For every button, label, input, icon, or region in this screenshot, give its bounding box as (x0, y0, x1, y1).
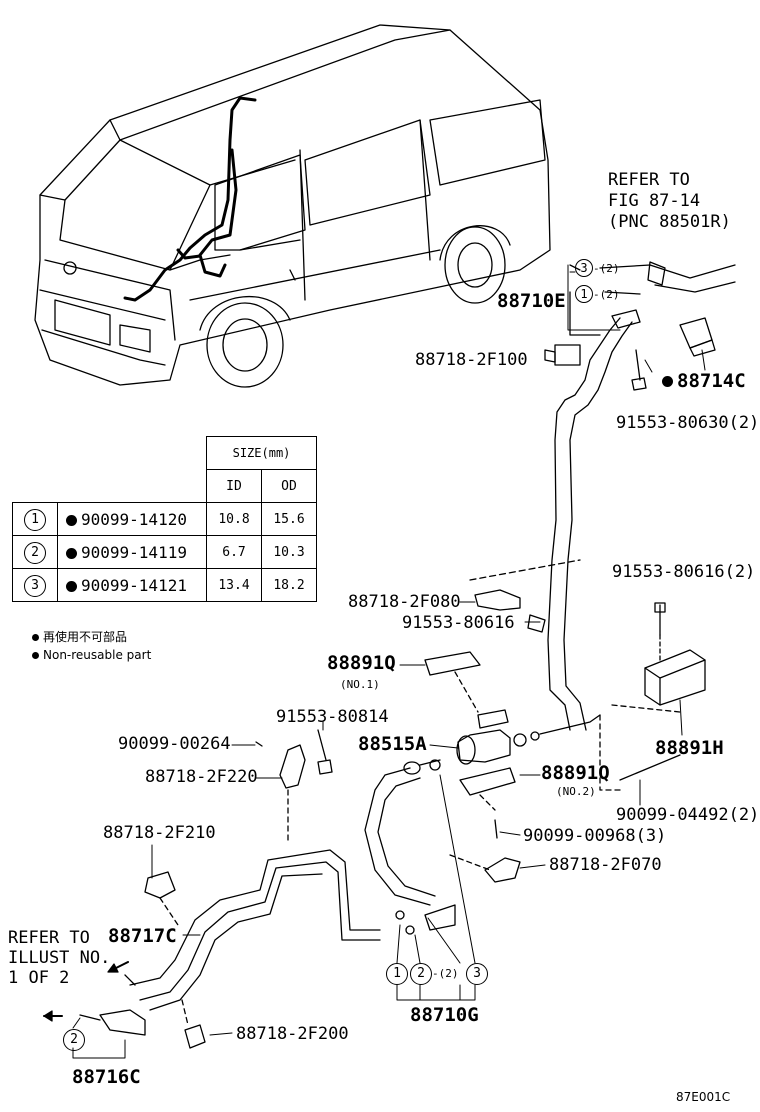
callout-circle: 2 (63, 1029, 85, 1051)
van-illustration (34, 24, 551, 388)
refer-line-3: (PNC 88501R) (608, 212, 731, 232)
legend-notes: 再使用不可部品 Non-reusable part (32, 628, 151, 664)
callout-circle: 1 (575, 285, 593, 303)
refer-to-fig-note: REFER TO FIG 87-14 (PNC 88501R) (608, 170, 731, 233)
legend-note-en: Non-reusable part (32, 646, 151, 664)
refer-line-2: FIG 87-14 (608, 191, 701, 211)
table-blank (13, 470, 207, 503)
legend-note-jp: 再使用不可部品 (32, 628, 151, 646)
pipe-88710G (79, 759, 456, 1036)
refer-line-1: REFER TO (608, 170, 690, 190)
callout-qty: -(2) (593, 262, 620, 275)
note-text: Non-reusable part (43, 648, 152, 662)
label-88718-2F220: 88718-2F220 (145, 767, 258, 787)
callout-circle: 3 (575, 259, 593, 277)
row-part: 90099-14121 (81, 575, 187, 595)
non-reusable-dot (32, 634, 39, 641)
refer-line-1: REFER TO (8, 928, 90, 948)
label-88891Q-no1: 88891Q (327, 652, 396, 674)
bracket-88891H (644, 602, 706, 706)
callout-top-3: 3-(2) (575, 257, 620, 277)
label-91553-80814: 91553-80814 (276, 707, 389, 727)
arrow-left-mid (107, 961, 129, 973)
table-row: 1 90099-14120 10.8 15.6 (12, 502, 317, 536)
non-reusable-dot (662, 376, 673, 387)
id-header: ID (206, 469, 262, 503)
callout-circle: 2 (410, 963, 432, 985)
clamp-88718-2F070 (449, 854, 521, 883)
label-88710E: 88710E (497, 290, 566, 312)
figure-code: 87E001C (676, 1090, 731, 1104)
od-header: OD (261, 469, 317, 503)
clamp-88718-2F200 (181, 999, 206, 1049)
callout-circle: 3 (466, 963, 488, 985)
row-part: 90099-14119 (81, 542, 187, 562)
table-row: 3 90099-14121 13.4 18.2 (12, 568, 317, 602)
label-88718-2F210: 88718-2F210 (103, 823, 216, 843)
refer-to-illust-note: REFER TO ILLUST NO. 1 OF 2 (8, 928, 110, 988)
label-88515A: 88515A (358, 733, 427, 755)
row-mark: 1 (24, 508, 46, 531)
label-91553-80630: 91553-80630(2) (616, 413, 760, 433)
size-header: SIZE(mm) (206, 436, 317, 470)
leader-lines (72, 264, 706, 1059)
row-od: 18.2 (261, 568, 317, 602)
label-88891H: 88891H (655, 737, 724, 759)
label-90099-00968: 90099-00968(3) (523, 826, 667, 846)
callout-left-2: 2 (63, 1028, 85, 1051)
clamp-88718-2F080 (469, 559, 581, 633)
label-88716C: 88716C (72, 1066, 141, 1088)
label-88891Q-no1-sub: (NO.1) (340, 678, 380, 691)
hose-size-table: SIZE(mm) ID OD 1 90099-14120 10.8 15.6 2… (12, 436, 317, 602)
non-reusable-dot (66, 547, 77, 559)
clamp-88718-2F210 (144, 871, 179, 926)
pipe-88710E (544, 261, 736, 731)
label-91553-80616: 91553-80616 (402, 613, 515, 633)
non-reusable-dot (32, 652, 39, 659)
label-91553-80616-2: 91553-80616(2) (612, 562, 756, 582)
table-row: 2 90099-14119 6.7 10.3 (12, 535, 317, 569)
label-88718-2F100: 88718-2F100 (415, 350, 528, 370)
refer-line-2: ILLUST NO. (8, 948, 111, 968)
label-88718-2F200: 88718-2F200 (236, 1024, 349, 1044)
van-ac-pipe (123, 96, 257, 302)
callout-qty: -(2) (432, 967, 459, 980)
callout-bottom-2: 2-(2) (410, 962, 459, 985)
label-88718-2F070: 88718-2F070 (549, 855, 662, 875)
non-reusable-dot (66, 580, 77, 592)
callout-bottom-1: 1 (386, 962, 408, 985)
label-88714C: 88714C (662, 370, 746, 392)
label-88710G: 88710G (410, 1004, 479, 1026)
row-part: 90099-14120 (81, 509, 187, 529)
row-id: 6.7 (206, 535, 262, 569)
clamp-88718-2F220 (255, 729, 333, 841)
row-id: 10.8 (206, 502, 262, 536)
part-number: 88714C (677, 370, 746, 392)
row-mark: 2 (24, 541, 46, 564)
row-od: 10.3 (261, 535, 317, 569)
label-88718-2F080: 88718-2F080 (348, 592, 461, 612)
label-90099-00264: 90099-00264 (118, 734, 231, 754)
refer-line-3: 1 OF 2 (8, 968, 70, 988)
arrow-left-lower (43, 1010, 63, 1022)
non-reusable-dot (66, 514, 77, 526)
callout-circle: 1 (386, 963, 408, 985)
callout-bottom-3: 3 (466, 962, 488, 985)
row-od: 15.6 (261, 502, 317, 536)
note-text: 再使用不可部品 (43, 630, 128, 644)
label-88891Q-no2: 88891Q (541, 762, 610, 784)
callout-qty: -(2) (593, 288, 620, 301)
label-88717C: 88717C (108, 925, 177, 947)
row-mark: 3 (24, 574, 46, 597)
callout-top-1: 1-(2) (575, 283, 620, 303)
table-blank (13, 437, 207, 470)
valve-88515A (424, 651, 681, 839)
row-id: 13.4 (206, 568, 262, 602)
label-90099-04492: 90099-04492(2) (616, 805, 760, 825)
label-88891Q-no2-sub: (NO.2) (556, 785, 596, 798)
